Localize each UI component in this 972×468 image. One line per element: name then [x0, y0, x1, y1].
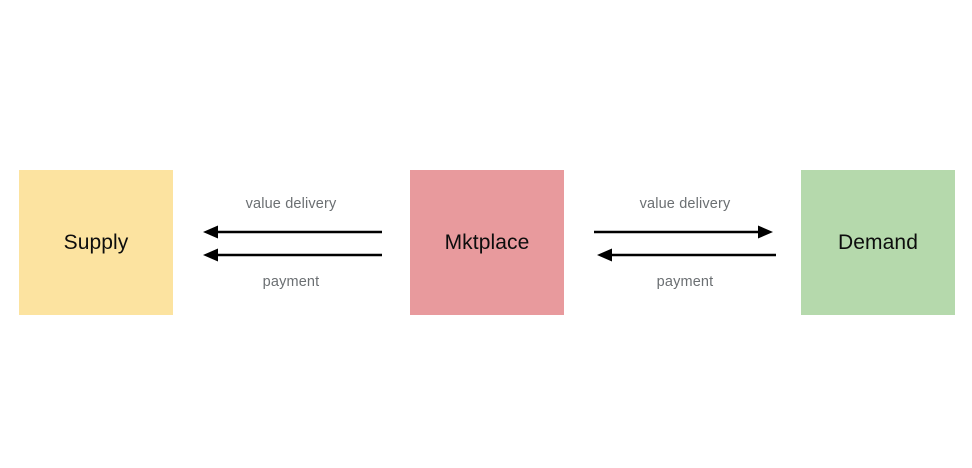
arrow-pair-right — [594, 225, 776, 262]
edge-group-supply-mktplace: value delivery payment — [200, 188, 382, 300]
arrow-payment-right-icon — [597, 248, 776, 262]
edge-label-value-delivery-left: value delivery — [245, 196, 337, 212]
node-supply[interactable]: Supply — [19, 170, 173, 315]
arrow-payment-left-icon — [203, 248, 382, 262]
node-mktplace[interactable]: Mktplace — [410, 170, 564, 315]
node-mktplace-label: Mktplace — [444, 231, 530, 254]
edge-group-mktplace-demand: value delivery payment — [594, 188, 776, 300]
arrow-value-delivery-left-icon — [203, 225, 382, 239]
node-supply-label: Supply — [63, 231, 129, 254]
node-demand[interactable]: Demand — [801, 170, 955, 315]
node-demand-label: Demand — [838, 231, 918, 254]
edge-label-payment-left: payment — [262, 274, 320, 290]
arrow-value-delivery-right-icon — [594, 225, 773, 239]
edge-label-payment-right: payment — [656, 274, 714, 290]
arrow-pair-left — [203, 225, 382, 262]
edge-label-value-delivery-right: value delivery — [639, 196, 731, 212]
